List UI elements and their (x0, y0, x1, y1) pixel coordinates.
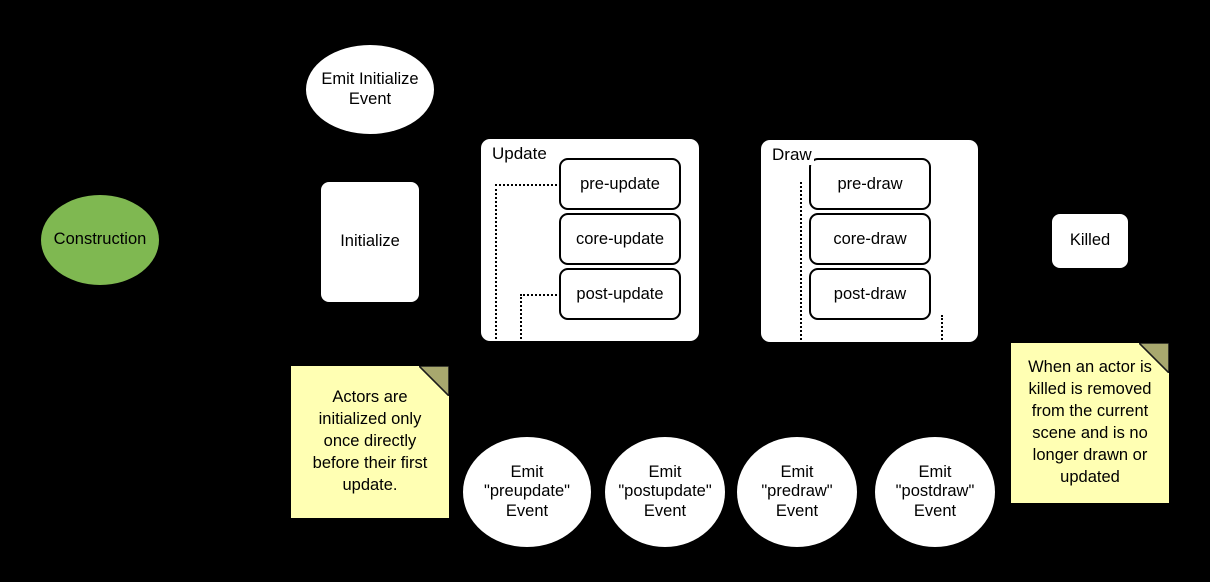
draw-postdraw-connector-v (941, 315, 943, 340)
phase-pre-update[interactable]: pre-update (559, 158, 681, 210)
phase-pre-update-label: pre-update (580, 174, 660, 193)
emit-postdraw-line-3: Event (913, 501, 957, 520)
node-initialize-label: Initialize (340, 232, 400, 251)
emit-predraw-line-1: Emit (780, 462, 814, 481)
note-initialize[interactable]: Actors are initialized only once directl… (291, 366, 449, 518)
emit-preupdate-line-2: "preupdate" (483, 482, 571, 501)
emit-postdraw-line-2: "postdraw" (895, 482, 975, 501)
emit-predraw-line-2: "predraw" (761, 482, 833, 501)
phase-post-update[interactable]: post-update (559, 268, 681, 320)
note-killed-text: When an actor is killed is removed from … (1028, 358, 1152, 486)
note-killed[interactable]: When an actor is killed is removed from … (1011, 343, 1169, 503)
phase-core-update-label: core-update (575, 229, 665, 248)
note-fold-icon (419, 366, 449, 396)
phase-post-update-label: post-update (576, 284, 664, 303)
draw-predraw-connector-v (800, 182, 802, 340)
emit-initialize-line-2: Event (348, 89, 392, 108)
phase-post-draw[interactable]: post-draw (809, 268, 931, 320)
update-postupdate-connector-h (520, 294, 561, 296)
node-emit-initialize-event[interactable]: Emit Initialize Event (306, 45, 434, 134)
emit-predraw-line-3: Event (775, 501, 819, 520)
node-emit-predraw-event[interactable]: Emit "predraw" Event (737, 437, 857, 547)
node-emit-postdraw-event[interactable]: Emit "postdraw" Event (875, 437, 995, 547)
node-emit-preupdate-event[interactable]: Emit "preupdate" Event (463, 437, 591, 547)
update-preupdate-connector-v (495, 184, 497, 339)
phase-core-update[interactable]: core-update (559, 213, 681, 265)
group-update-title: Update (490, 144, 549, 164)
emit-postupdate-line-2: "postupdate" (618, 482, 712, 501)
note-fold-icon (1139, 343, 1169, 373)
node-construction[interactable]: Construction (41, 195, 159, 285)
group-draw[interactable]: Draw pre-draw core-draw post-draw (761, 140, 978, 342)
note-initialize-text: Actors are initialized only once directl… (312, 388, 428, 494)
phase-core-draw-label: core-draw (833, 229, 907, 248)
emit-initialize-line-1: Emit Initialize (321, 70, 419, 89)
emit-postupdate-line-1: Emit (648, 462, 682, 481)
group-draw-title: Draw (770, 145, 814, 165)
node-killed-label: Killed (1069, 231, 1111, 250)
node-killed[interactable]: Killed (1052, 214, 1128, 268)
phase-pre-draw-label: pre-draw (837, 174, 903, 193)
update-preupdate-connector-h (495, 184, 561, 186)
update-postupdate-connector-v (520, 294, 522, 339)
node-emit-postupdate-event[interactable]: Emit "postupdate" Event (605, 437, 725, 547)
node-construction-label: Construction (53, 230, 147, 249)
phase-pre-draw[interactable]: pre-draw (809, 158, 931, 210)
node-initialize[interactable]: Initialize (321, 182, 419, 302)
phase-core-draw[interactable]: core-draw (809, 213, 931, 265)
emit-postupdate-line-3: Event (643, 501, 687, 520)
phase-post-draw-label: post-draw (833, 284, 907, 303)
emit-preupdate-line-3: Event (505, 501, 549, 520)
emit-preupdate-line-1: Emit (510, 462, 544, 481)
group-update[interactable]: Update pre-update core-update post-updat… (481, 139, 699, 341)
emit-postdraw-line-1: Emit (918, 462, 952, 481)
